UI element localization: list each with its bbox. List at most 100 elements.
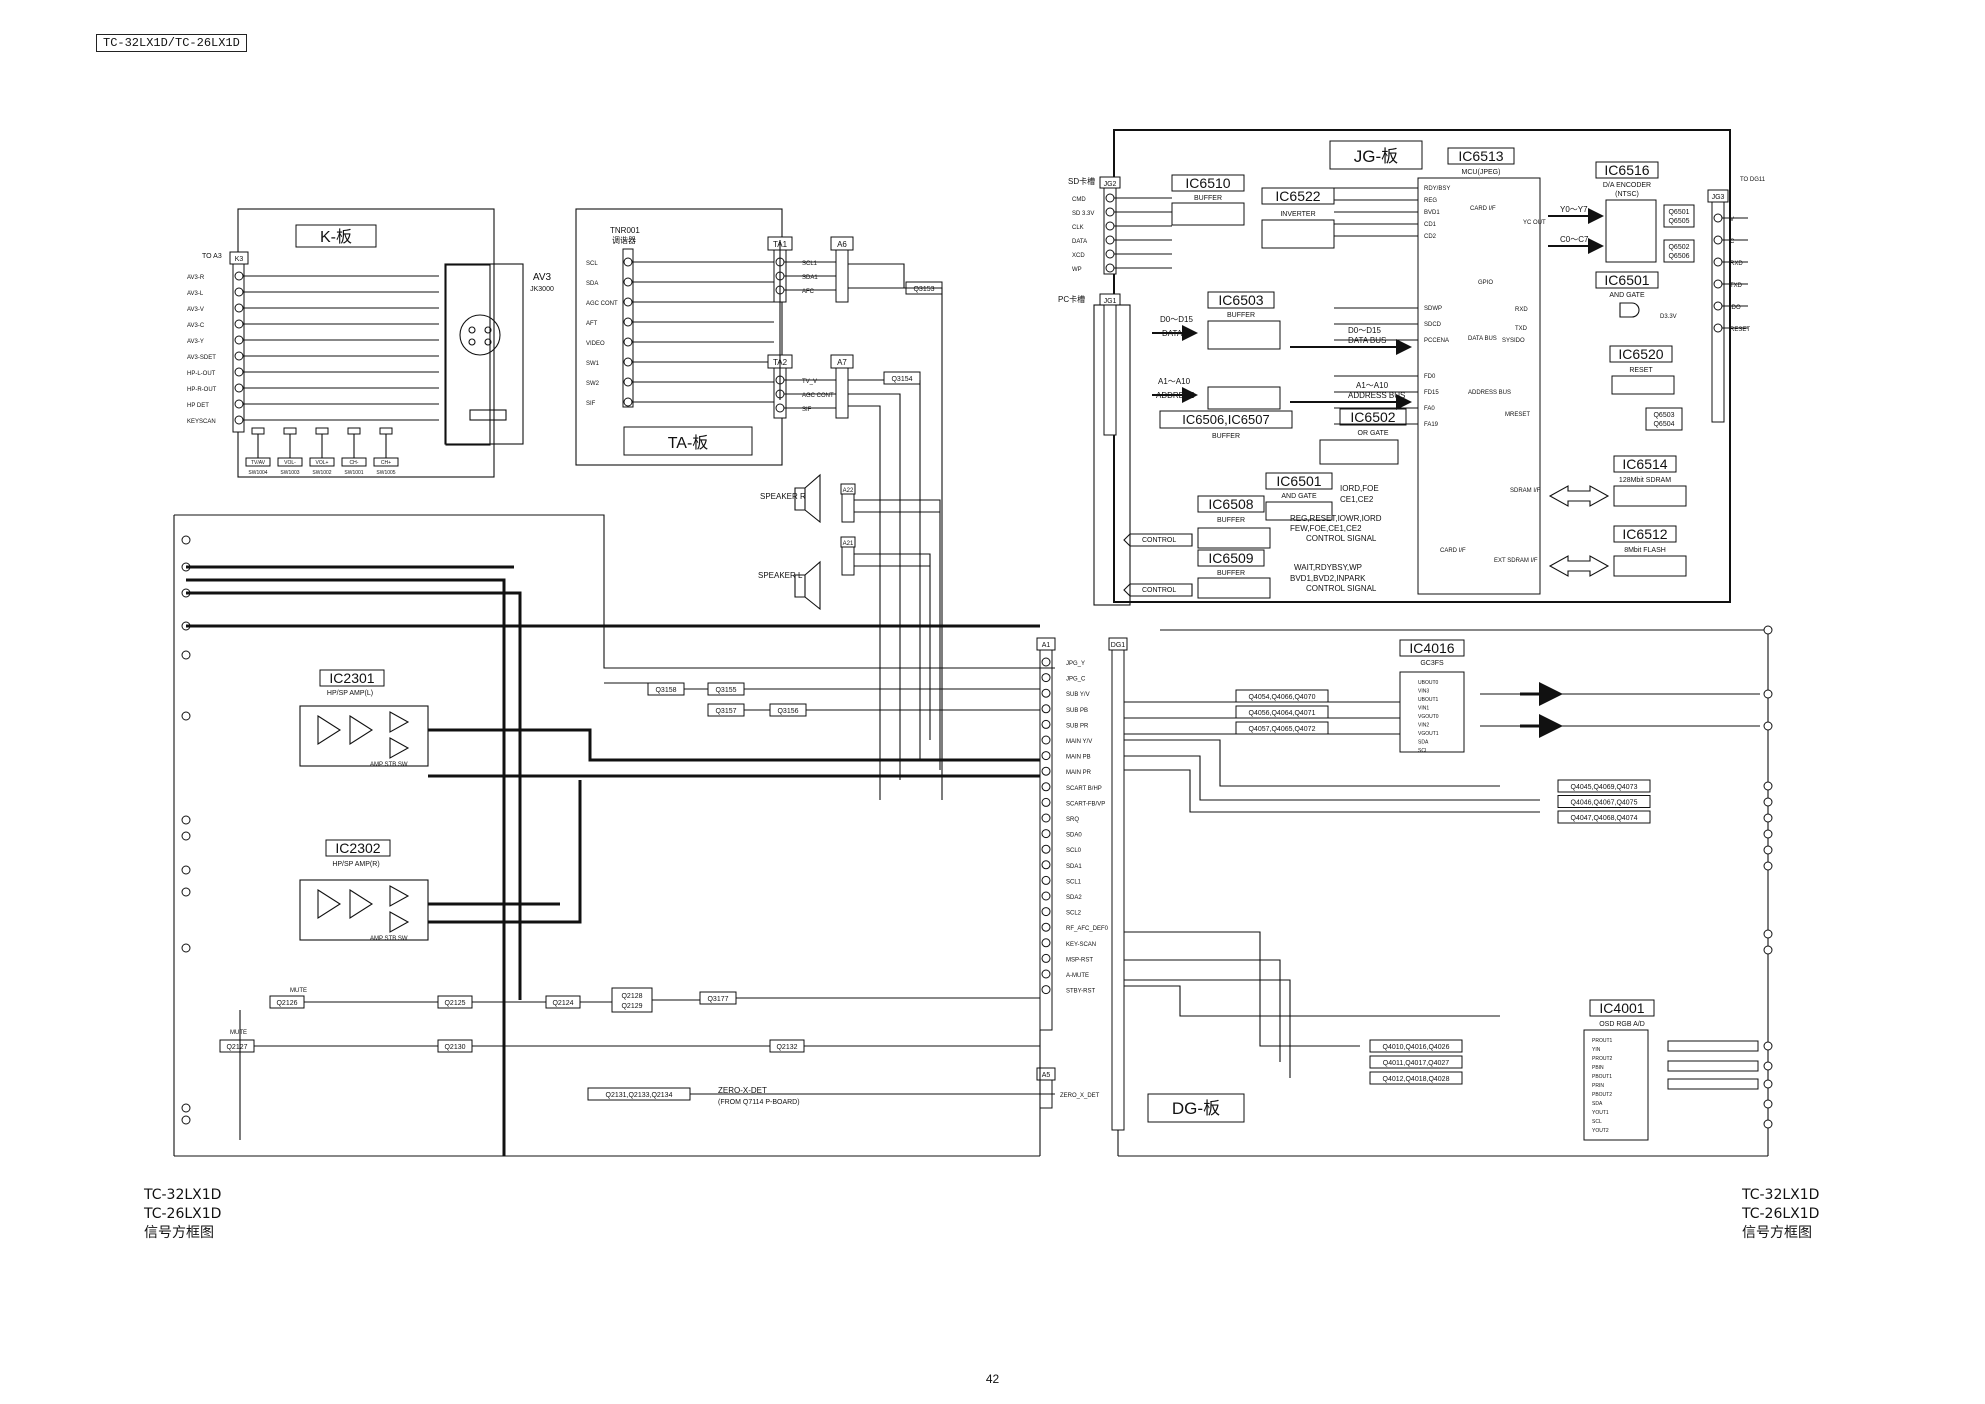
transistor-group-label: Q4054,Q4066,Q4070	[1249, 694, 1316, 701]
osd-pin-label: SCL	[1592, 1119, 1602, 1125]
pin-circle	[1041, 938, 1051, 948]
pin-label: HP DET	[187, 403, 209, 409]
pin-circle	[1041, 704, 1051, 714]
yc-out: YC OUT	[1523, 220, 1546, 226]
sdram-arrow	[1548, 485, 1610, 507]
pin-circle	[1041, 953, 1051, 963]
a-bus-label-2: A1～A10	[1356, 381, 1389, 390]
q6503: Q6503	[1653, 412, 1674, 419]
a6-strip	[835, 249, 849, 303]
ta-board-frame	[575, 208, 783, 466]
pin-label: AV3-Y	[187, 339, 204, 345]
a22-label: A22	[843, 488, 854, 494]
ic6506-body	[1207, 386, 1281, 410]
amp-stb-l: AMP STB SW	[370, 762, 408, 768]
pin-circle	[1041, 797, 1051, 807]
pin-label: SDA	[586, 281, 598, 287]
pin-circle	[234, 287, 244, 297]
ic4016-label: IC4016	[1409, 640, 1454, 656]
pin-label: SCL2	[1066, 911, 1082, 917]
ic6510-label: IC6510	[1185, 175, 1230, 191]
pin-label: MSP-RST	[1066, 957, 1093, 963]
pin-circle	[1041, 782, 1051, 792]
address-bus-label: ADDRESS BUS	[1348, 391, 1405, 400]
pin-circle	[234, 271, 244, 281]
pin-circle	[1105, 221, 1115, 231]
mcu-pin-label: REG	[1424, 198, 1437, 204]
pin-label: AFT	[586, 321, 598, 327]
switch-label: VOL+	[316, 460, 329, 466]
ic4001-label: IC4001	[1599, 1000, 1644, 1016]
ic6501a-body	[1265, 501, 1333, 521]
gc3fs-pin-label: SDA	[1418, 740, 1429, 746]
model-header: TC-32LX1D/TC-26LX1D	[96, 34, 247, 52]
output-terminal	[1763, 945, 1773, 955]
pin-label: SCL	[586, 261, 598, 267]
osd-pin-label: YIN	[1592, 1047, 1601, 1053]
pin-circle	[1041, 735, 1051, 745]
pin-circle	[623, 397, 633, 407]
gc3fs-pin-label: UBOUT0	[1418, 680, 1439, 686]
ic6522-fn: INVERTER	[1280, 211, 1315, 218]
q6502-box	[1663, 239, 1695, 263]
gc3fs-pin-label: UBOUT1	[1418, 697, 1439, 703]
caption-left-line2: TC-26LX1D	[144, 1206, 222, 1222]
ic6501a-box	[1265, 472, 1333, 490]
pin-label: CMD	[1072, 197, 1086, 203]
speaker-r-label: SPEAKER R	[760, 492, 806, 501]
ic6508-box	[1197, 495, 1265, 513]
ic4001-fn: OSD RGB A/D	[1599, 1021, 1645, 1028]
caption-left-line1: TC-32LX1D	[144, 1187, 222, 1203]
rxd-label: RXD	[1515, 307, 1528, 313]
ic6501b-label: IC6501	[1604, 272, 1649, 288]
pin-label: RF_AFC_DEF0	[1066, 926, 1109, 932]
sdram-if: SDRAM I/F	[1510, 488, 1541, 494]
ic6502-fn: OR GATE	[1358, 430, 1389, 437]
pin-circle	[1041, 844, 1051, 854]
amp-stb-r: AMP STB SW	[370, 936, 408, 942]
gc3fs-pin-label: VIN1	[1418, 706, 1429, 712]
c-bus: C0～C7	[1560, 235, 1589, 244]
q2129: Q2129	[621, 1003, 642, 1010]
terminal-circle	[181, 815, 191, 825]
mcu-pin-label: RDY/BSY	[1424, 186, 1450, 192]
dg-board-title: DG-板	[1172, 1099, 1220, 1118]
addr-bus-mcu: ADDRESS BUS	[1468, 390, 1511, 396]
mcu-pin-label: SDWP	[1424, 306, 1442, 312]
ic6501a-label: IC6501	[1276, 473, 1321, 489]
pin-circle	[1041, 985, 1051, 995]
ta-board-title-box	[623, 426, 753, 456]
caption-right-line1: TC-32LX1D	[1742, 1187, 1820, 1203]
ic6516-fn: D/A ENCODER	[1603, 182, 1651, 189]
a21-label: A21	[843, 541, 854, 547]
d-bus-label-2: D0～D15	[1348, 326, 1381, 335]
tuner-strip	[622, 248, 634, 408]
pin-label: SUB PB	[1066, 708, 1088, 714]
pin-circle	[1041, 860, 1051, 870]
amp-triangles-r2	[389, 885, 410, 933]
q2125: Q2125	[444, 1000, 465, 1007]
ic6508-label: IC6508	[1208, 496, 1253, 512]
d33v: D3.3V	[1660, 314, 1677, 320]
pin-label: SUB Y/V	[1066, 692, 1090, 698]
k-board-title: K-板	[320, 228, 352, 246]
pin-label: MAIN Y/V	[1066, 739, 1092, 745]
flash-arrow	[1548, 555, 1610, 577]
pin-circle	[623, 317, 633, 327]
pin-circle	[623, 297, 633, 307]
osd-pin-label: YOUT2	[1592, 1128, 1609, 1134]
ic6506-fn: BUFFER	[1212, 433, 1240, 440]
ic6512-box	[1613, 525, 1677, 543]
ic6520-fn: RESET	[1629, 367, 1653, 374]
ic6502-box	[1339, 408, 1407, 426]
ic6510-box	[1171, 174, 1245, 192]
terminal-circle	[181, 650, 191, 660]
dg-sub-wires	[1124, 701, 1400, 735]
ic6503-label: IC6503	[1218, 292, 1263, 308]
ic2301-body	[299, 705, 429, 767]
control-wires	[239, 997, 1040, 1140]
pin-label: JPG_C	[1066, 677, 1086, 683]
resistor-icon	[251, 427, 265, 435]
ic6512-body	[1613, 555, 1687, 577]
